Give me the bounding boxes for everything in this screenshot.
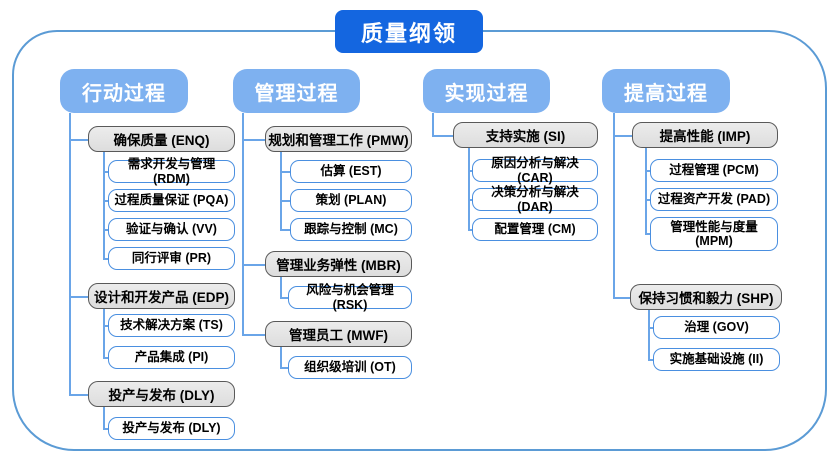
connector-line xyxy=(242,113,244,334)
connector-line xyxy=(103,357,108,359)
connector-line xyxy=(103,428,108,430)
connector-line xyxy=(280,200,290,202)
connector-line xyxy=(613,135,632,137)
leaf-node-mc: 跟踪与控制 (MC) xyxy=(290,218,412,241)
leaf-node-pi: 产品集成 (PI) xyxy=(108,346,235,369)
connector-line xyxy=(432,135,453,137)
connector-line xyxy=(103,258,108,260)
connector-line xyxy=(103,152,105,258)
connector-line xyxy=(69,113,71,394)
group-node-mwf: 管理员工 (MWF) xyxy=(265,321,412,347)
connector-line xyxy=(242,264,265,266)
connector-line xyxy=(103,309,105,357)
connector-line xyxy=(280,171,290,173)
column-header-action-process: 行动过程 xyxy=(60,69,188,113)
group-node-shp: 保持习惯和毅力 (SHP) xyxy=(630,284,782,310)
leaf-node-ot: 组织级培训 (OT) xyxy=(288,356,412,379)
connector-line xyxy=(468,229,472,231)
connector-line xyxy=(103,229,108,231)
connector-line xyxy=(280,152,282,229)
leaf-node-rsk: 风险与机会管理 (RSK) xyxy=(288,283,412,312)
diagram-title: 质量纲领 xyxy=(335,10,483,53)
connector-line xyxy=(468,199,472,201)
leaf-node-pr: 同行评审 (PR) xyxy=(108,247,235,270)
connector-line xyxy=(103,200,108,202)
leaf-node-pcm: 过程管理 (PCM) xyxy=(650,159,778,182)
leaf-node-vv: 验证与确认 (VV) xyxy=(108,218,235,241)
connector-line xyxy=(280,277,282,297)
connector-line xyxy=(69,296,88,298)
connector-line xyxy=(648,327,653,329)
leaf-node-est: 估算 (EST) xyxy=(290,160,412,183)
connector-line xyxy=(69,394,88,396)
connector-line xyxy=(242,334,265,336)
connector-line xyxy=(103,171,108,173)
connector-line xyxy=(242,139,265,141)
group-node-pmw: 规划和管理工作 (PMW) xyxy=(265,126,412,152)
connector-line xyxy=(280,347,282,367)
leaf-node-dar: 决策分析与解决 (DAR) xyxy=(472,185,598,214)
leaf-node-pad: 过程资产开发 (PAD) xyxy=(650,188,778,211)
group-node-imp: 提高性能 (IMP) xyxy=(632,122,778,148)
connector-line xyxy=(468,170,472,172)
connector-line xyxy=(645,233,650,235)
connector-line xyxy=(645,170,650,172)
group-node-mbr: 管理业务弹性 (MBR) xyxy=(265,251,412,277)
connector-line xyxy=(103,407,105,428)
connector-line xyxy=(103,325,108,327)
connector-line xyxy=(69,139,88,141)
connector-line xyxy=(648,359,653,361)
leaf-node-gov: 治理 (GOV) xyxy=(653,316,780,339)
leaf-node-pqa: 过程质量保证 (PQA) xyxy=(108,189,235,212)
connector-line xyxy=(645,199,650,201)
leaf-node-mpm: 管理性能与度量 (MPM) xyxy=(650,217,778,251)
connector-line xyxy=(645,148,647,234)
leaf-node-cm: 配置管理 (CM) xyxy=(472,218,598,241)
connector-line xyxy=(280,367,288,369)
connector-line xyxy=(613,113,615,297)
leaf-node-dly-sub: 投产与发布 (DLY) xyxy=(108,417,235,440)
leaf-node-ii: 实施基础设施 (II) xyxy=(653,348,780,371)
group-node-enq: 确保质量 (ENQ) xyxy=(88,126,235,152)
group-node-si: 支持实施 (SI) xyxy=(453,122,598,148)
group-node-edp: 设计和开发产品 (EDP) xyxy=(88,283,235,309)
leaf-node-rdm: 需求开发与管理 (RDM) xyxy=(108,157,235,186)
leaf-node-car: 原因分析与解决 (CAR) xyxy=(472,156,598,185)
leaf-node-ts: 技术解决方案 (TS) xyxy=(108,314,235,337)
column-header-implementation-process: 实现过程 xyxy=(423,69,550,113)
connector-line xyxy=(613,297,630,299)
connector-line xyxy=(468,148,470,229)
connector-line xyxy=(432,113,434,135)
column-header-management-process: 管理过程 xyxy=(233,69,360,113)
leaf-node-plan: 策划 (PLAN) xyxy=(290,189,412,212)
connector-line xyxy=(280,297,288,299)
column-header-improvement-process: 提高过程 xyxy=(602,69,730,113)
connector-line xyxy=(280,229,290,231)
group-node-dly: 投产与发布 (DLY) xyxy=(88,381,235,407)
connector-line xyxy=(648,310,650,359)
